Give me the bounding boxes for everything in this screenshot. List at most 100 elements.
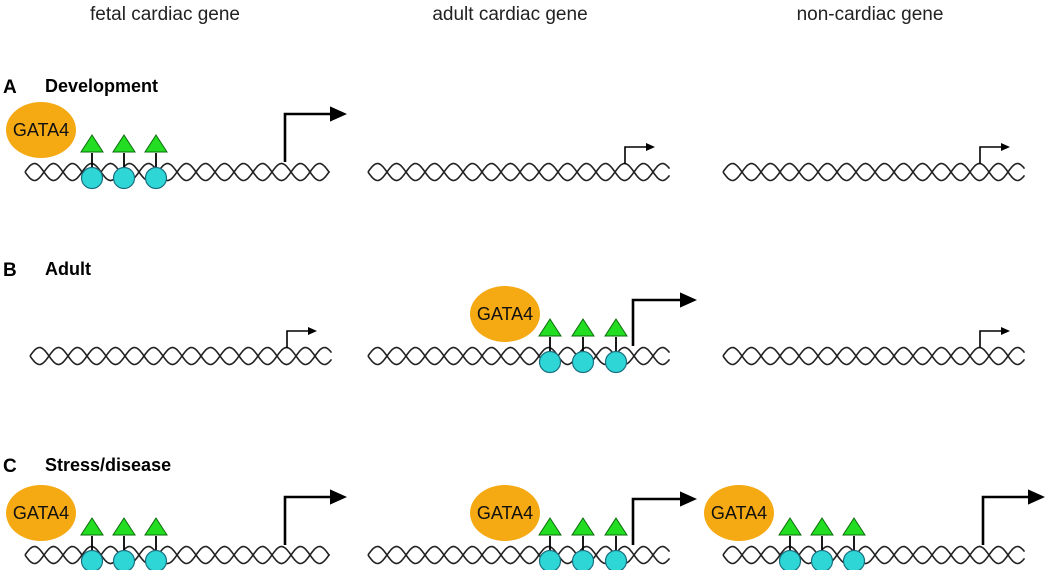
arrow-head (1001, 326, 1010, 336)
complex (778, 517, 802, 570)
dna-strand (24, 162, 331, 182)
row-title-development: Development (45, 76, 158, 96)
dna-helix (29, 346, 333, 366)
cofactor-circle (112, 166, 136, 190)
arrow-shaft (981, 495, 1028, 545)
complex (604, 318, 628, 374)
cofactor-circle (604, 350, 628, 374)
cofactor-circle (538, 350, 562, 374)
cofactor-triangle (571, 318, 595, 337)
cofactor-triangle (112, 134, 136, 153)
complex (80, 517, 104, 570)
dna-strand (367, 162, 671, 182)
arrow-shaft (283, 495, 330, 545)
cofactor-triangle (604, 517, 628, 536)
arrow-head (1001, 142, 1010, 152)
gata4-ellipse (470, 485, 540, 541)
panel-r3-c2: GATA4 (367, 485, 697, 570)
gata4-label: GATA4 (711, 503, 767, 523)
dna-strand (722, 346, 1026, 366)
column-header-noncardiac: non-cardiac gene (797, 4, 944, 25)
row-letter-c: C (3, 456, 17, 477)
cofactor-circle (571, 549, 595, 570)
panel-r3-c3: GATA4 (704, 485, 1045, 570)
cofactor-triangle (571, 517, 595, 536)
panel-r2-c2: GATA4 (367, 286, 697, 374)
complex (810, 517, 834, 570)
cofactor-circle (144, 166, 168, 190)
cofactor-circle (571, 350, 595, 374)
cofactor-circle (144, 549, 168, 570)
transcription-start-arrow (979, 142, 1010, 164)
complex (80, 134, 104, 190)
arrow-head (308, 326, 317, 336)
cofactor-circle (604, 549, 628, 570)
dna-strand (367, 346, 671, 366)
gata4-ellipse (704, 485, 774, 541)
dna-strand (722, 545, 1026, 565)
dna-helix (367, 162, 671, 182)
complex (538, 517, 562, 570)
complex (144, 517, 168, 570)
cofactor-circle (80, 166, 104, 190)
transcription-start-arrow (981, 489, 1045, 545)
arrow-head (330, 106, 347, 122)
complex (571, 318, 595, 374)
panel-r2-c3 (722, 326, 1026, 366)
cofactor-triangle (80, 134, 104, 153)
complex (571, 517, 595, 570)
dna-strand (24, 545, 331, 565)
arrow-shaft (631, 497, 680, 545)
transcription-start-arrow (631, 292, 697, 346)
row-title-stress-disease: Stress/disease (45, 455, 171, 475)
dna-helix (722, 346, 1026, 366)
arrow-head (646, 142, 655, 152)
cofactor-triangle (810, 517, 834, 536)
panel-r1-c1: GATA4 (6, 102, 347, 190)
transcription-start-arrow (286, 326, 317, 348)
cofactor-circle (538, 549, 562, 570)
dna-strand (722, 346, 1026, 366)
complex (538, 318, 562, 374)
dna-strand (29, 346, 333, 366)
gata4-label: GATA4 (13, 120, 69, 140)
cofactor-triangle (144, 517, 168, 536)
arrow-shaft (979, 330, 1001, 348)
row-letter-a: A (3, 77, 17, 98)
transcription-start-arrow (283, 489, 347, 545)
transcription-start-arrow (979, 326, 1010, 348)
cofactor-circle (778, 549, 802, 570)
arrow-shaft (631, 298, 680, 346)
dna-strand (722, 162, 1026, 182)
complex (112, 134, 136, 190)
cofactor-circle (842, 549, 866, 570)
dna-strand (367, 162, 671, 182)
cofactor-triangle (604, 318, 628, 337)
panel-r1-c3 (722, 142, 1026, 182)
gata4-ellipse (6, 485, 76, 541)
dna-strand (29, 346, 333, 366)
panel-r1-c2 (367, 142, 671, 182)
cofactor-circle (112, 549, 136, 570)
panel-r2-c1 (29, 326, 333, 366)
transcription-start-arrow (283, 106, 347, 162)
panel-r3-c1: GATA4 (6, 485, 347, 570)
cofactor-triangle (778, 517, 802, 536)
transcription-start-arrow (624, 142, 655, 164)
gata4-label: GATA4 (477, 503, 533, 523)
arrow-shaft (283, 112, 330, 162)
arrow-shaft (286, 330, 308, 348)
arrow-head (680, 491, 697, 507)
dna-helix (24, 162, 331, 182)
gata4-ellipse (6, 102, 76, 158)
gata4-factor: GATA4 (6, 485, 76, 541)
column-header-fetal: fetal cardiac gene (90, 4, 240, 25)
gata4-factor: GATA4 (704, 485, 774, 541)
cofactor-circle (80, 549, 104, 570)
cofactor-triangle (538, 517, 562, 536)
row-title-adult: Adult (45, 259, 91, 279)
gata4-label: GATA4 (477, 304, 533, 324)
dna-helix (722, 545, 1026, 565)
cofactor-triangle (538, 318, 562, 337)
